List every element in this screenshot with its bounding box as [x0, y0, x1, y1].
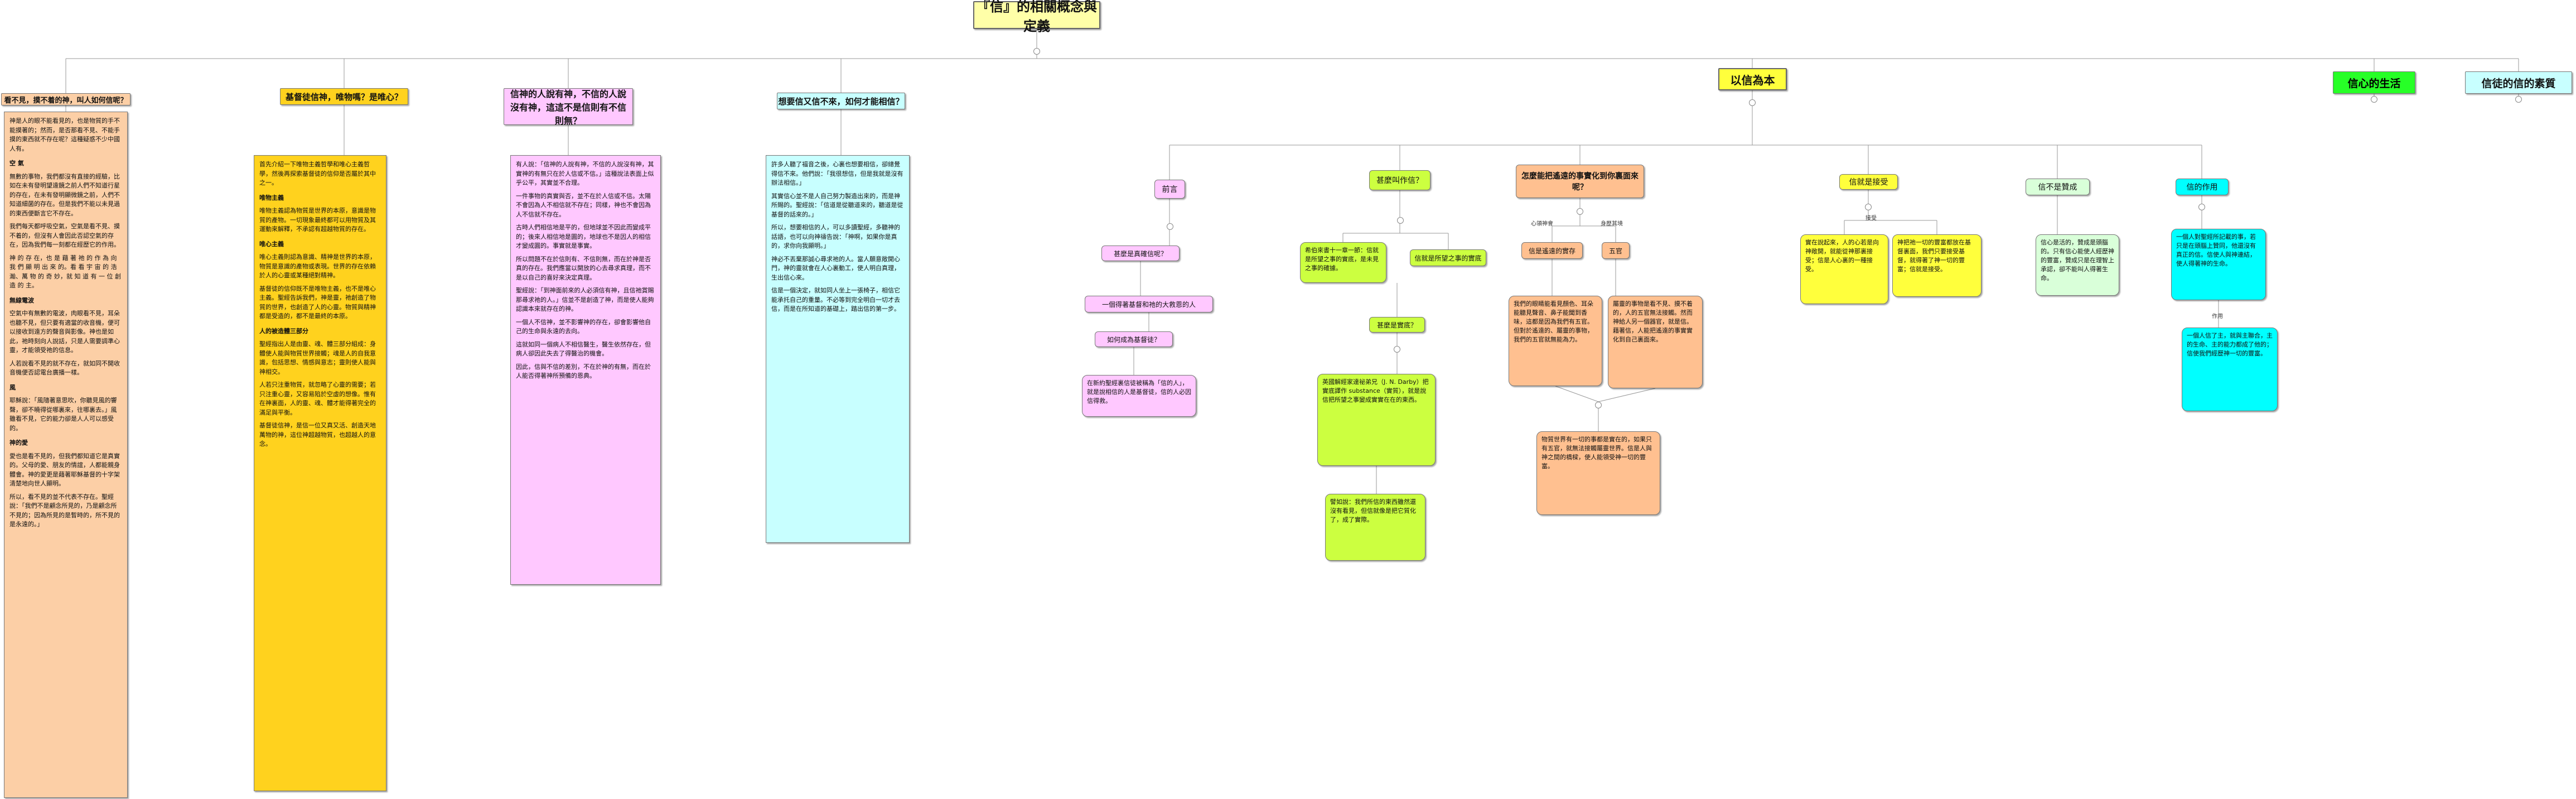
panel-paragraph: 一個人不信神，並不影響神的存在，卻會影響他自己的生命與永遠的去向。 [516, 318, 651, 335]
panel-paragraph: 其實信心並不是人自己努力製造出來的，而是神所賜的。聖經說：「信道是從聽道來的，聽… [771, 192, 903, 218]
preface-saved-person-node[interactable]: 一個得著基督和祂的大救恩的人 [1085, 296, 1213, 312]
panel-paragraph: 所以問題不在於信則有、不信則無，而在於神是否真的存在。我們應當以開放的心去尋求真… [516, 255, 651, 281]
connector-line [1598, 388, 1656, 402]
distant-reality-node[interactable]: 信是遙遠的實存 [1521, 242, 1583, 259]
panel-paragraph: 聖經指出人是由靈、魂、體三部分組成：身體使人能與物質世界接觸；魂是人的自我意識，… [259, 340, 376, 376]
panel-paragraph: 唯物主義認為物質是世界的本原，意識是物質的產物。一切現象最終都可以用物質及其運動… [259, 207, 376, 233]
panel-paragraph: 神 的 存 在，也 是 藉 著 祂 的 作 為 向 我 們 顯 明 出 來 的。… [9, 254, 121, 290]
life-hub [2371, 96, 2377, 103]
realize-summary-box: 物質世界有一切的事都是實在的，如果只有五官，就無法接觸屬靈世界。信是人與神之間的… [1536, 431, 1660, 515]
what-is-faith-verse: 希伯來書十一章一節：信就是所望之事的實底，是未見之事的確據。 [1300, 242, 1386, 283]
realize-distant-node[interactable]: 怎麼能把遙遠的事實化到你裏面來呢？ [1516, 165, 1644, 198]
five-senses-node[interactable]: 五官 [1602, 242, 1630, 259]
quality-of-faith-node[interactable]: 信徒的信的素質 [2465, 71, 2572, 94]
preface-node[interactable]: 前言 [1154, 180, 1185, 199]
what-is-substance-node[interactable]: 甚麼是實底？ [1369, 317, 1425, 333]
branch-materialism-panel: 首先介紹一下唯物主義哲學和唯心主義哲學，然後再探索基督徒的信仰是否屬於其中之一。… [254, 155, 386, 791]
panel-paragraph: 神是人的眼不能看見的，也是物質的手不能摸著的；然而，是否那看不見、不能手摸的東西… [9, 117, 120, 152]
faith-not-assent-node[interactable]: 信不是贊成 [2026, 179, 2090, 195]
life-of-faith-node[interactable]: 信心的生活 [2333, 71, 2415, 94]
panel-paragraph: 我們每天都呼吸空氣，空氣是看不見、摸不着的，但沒有人會因此否認空氣的存在，因為我… [9, 223, 120, 248]
panel-paragraph: 神必不丟棄那誠心尋求祂的人。當人願意敞開心門，神的靈就會在人心裏動工，使人明白真… [771, 255, 900, 281]
panel-paragraph: 首先介紹一下唯物主義哲學和唯心主義哲學，然後再探索基督徒的信仰是否屬於其中之一。 [259, 161, 376, 186]
panel-subheading: 神的愛 [9, 439, 28, 446]
five-senses-box: 屬靈的事物是看不見、摸不着的，人的五官無法接觸。然而神給人另一個器官，就是信。藉… [1608, 296, 1703, 388]
preface-hub [1167, 223, 1173, 230]
function-of-faith-node[interactable]: 信的作用 [2176, 179, 2229, 195]
panel-paragraph: 無數的事物，我們都沒有直接的經驗，比如在未有發明望遠鏡之前人們不知道行星的存在，… [9, 172, 120, 217]
panel-paragraph: 空氣中有無數的電波，肉眼看不見，耳朵也聽不見，但只要有適當的收音機，便可以接收到… [9, 310, 120, 354]
yi-xin-header[interactable]: 以信為本 [1718, 68, 1787, 90]
realize-label-right: 身歷其境 [1601, 221, 1623, 227]
quality-hub [2515, 96, 2522, 103]
panel-paragraph: 一件事物的真實與否，並不在於人信或不信。太陽不會因為人不相信就不存在；同樣，神也… [516, 192, 651, 218]
panel-paragraph: 有人說：「信神的人說有神，不信的人說沒有神，其實神的有無只在於人信或不信。」這種… [516, 161, 654, 186]
panel-paragraph: 人若說看不見的就不存在，就如同不開收音機便否認電台廣播一樣。 [9, 359, 120, 377]
realize-label-left: 心領神會 [1531, 221, 1553, 227]
branch-how-to-believe-header[interactable]: 想要信又信不來，如何才能相信？ [777, 93, 905, 109]
faith-is-receiving-node[interactable]: 信就是接受 [1839, 174, 1898, 190]
panel-paragraph: 許多人聽了福音之後，心裏也想要相信，卻總覺得信不來。他們說：「我很想信，但是我就… [771, 161, 903, 186]
receive-hub [1865, 204, 1872, 210]
realize-hub [1577, 208, 1583, 215]
panel-subheading: 風 [9, 383, 16, 391]
panel-subheading: 空 氣 [9, 160, 24, 167]
panel-paragraph: 所以，看不見的並不代表不存在。聖經說：「我們不是顧念所見的，乃是顧念所不見的；因… [9, 493, 120, 528]
faith-not-assent-box: 信心是活的，贊成是頭腦的。只有信心能使人經歷神的豐富，贊成只是在理智上承認，卻不… [2036, 234, 2119, 296]
panel-paragraph: 愛也是看不見的，但我們都知道它是真實的。父母的愛、朋友的情誼，人都能親身體會。神… [9, 452, 120, 488]
preface-become-christian-node[interactable]: 如何成為基督徒？ [1095, 331, 1173, 347]
preface-question-node[interactable]: 甚麼是真確信呢？ [1101, 246, 1180, 261]
function-label: 作用 [2212, 314, 2223, 320]
branch-believe-exists-header[interactable]: 信神的人說有神，不信的人說沒有神，這這不是信則有不信則無？ [504, 88, 633, 126]
branch-materialism-header[interactable]: 基督徒信神，唯物嗎？是唯心？ [280, 88, 408, 105]
connector-line [1555, 386, 1599, 402]
substance-example: 譬如說：我們所信的東西雖然還沒有看見，但信就像是把它質化了，成了實際。 [1325, 494, 1425, 561]
panel-paragraph: 因此，信與不信的差別，不在於神的有無，而在於人能否得著神所預備的恩典。 [516, 363, 651, 380]
branch-believe-exists-panel: 有人說：「信神的人說有神，不信的人說沒有神，其實神的有無只在於人信或不信。」這種… [510, 155, 661, 585]
substance-note: 英國解經家達祕弟兄（J. N. Darby）把實底譯作 substance（實質… [1317, 374, 1436, 466]
panel-subheading: 唯物主義 [259, 194, 284, 201]
branch-unseen-god-header[interactable]: 看不見，摸不着的神，叫人如何信呢？ [1, 93, 131, 105]
page-title: 『信』的相關概念與定義 [973, 0, 1100, 34]
function-of-faith-box2: 一個人信了主，就與主聯合，主的生命、主的能力都成了他的；信使我們經歷神一切的豐富… [2182, 328, 2278, 411]
panel-paragraph: 唯心主義則認為意識、精神是世界的本原，物質是意識的產物或表現。世界的存在依賴於人… [259, 253, 376, 279]
faith-substance-node[interactable]: 信就是所望之事的實底 [1410, 249, 1486, 266]
realize-bottom-hub [1595, 402, 1602, 408]
panel-paragraph: 人若只注重物質，就忽略了心靈的需要；若只注重心靈，又容易陷於空虛的想像。惟有在神… [259, 381, 376, 416]
panel-paragraph: 聖經說：「到神面前來的人必須信有神，且信祂賞賜那尋求祂的人。」信並不是創造了神，… [516, 287, 654, 312]
receive-right-box: 神把祂一切的豐富都放在基督裏面，我們只要接受基督，就得著了神一切的豐富；信就是接… [1892, 234, 1981, 297]
what-is-faith-hub [1397, 217, 1404, 224]
panel-subheading: 唯心主義 [259, 240, 284, 248]
function-of-faith-box1: 一個人對聖經所記載的事，若只是在頭腦上贊同，他還沒有真正的信。信使人與神連結，使… [2171, 229, 2266, 300]
what-is-faith-node[interactable]: 甚麼叫作信？ [1369, 170, 1430, 190]
substance-hub [1394, 346, 1400, 353]
title-hub [1033, 48, 1040, 55]
preface-note: 在新約聖經裏信徒被稱為「信的人」，就是說相信的人是基督徒，信的人必因信得救。 [1082, 375, 1196, 417]
panel-subheading: 人的被造體三部分 [259, 327, 308, 335]
panel-paragraph: 古時人們相信地是平的，但地球並不因此而變成平的；後來人相信地是圓的，地球也不是因… [516, 224, 651, 249]
branch-how-to-believe-panel: 許多人聽了福音之後，心裏也想要相信，卻總覺得信不來。他們說：「我很想信，但是我就… [766, 155, 910, 543]
panel-paragraph: 基督徒的信仰既不是唯物主義，也不是唯心主義。聖經告訴我們，神是靈，祂創造了物質的… [259, 285, 376, 320]
panel-subheading: 無線電波 [9, 296, 34, 304]
yi-xin-hub [1749, 99, 1756, 106]
panel-paragraph: 耶穌說：「風隨著意思吹，你聽見風的響聲，卻不曉得從哪裏來，往哪裏去。」風雖看不見… [9, 397, 117, 432]
panel-paragraph: 所以，想要相信的人，可以多讀聖經，多聽神的話語，也可以向神禱告說：「神啊，如果你… [771, 224, 900, 249]
panel-paragraph: 基督徒信神，是信一位又真又活、創造天地萬物的神，這位神超越物質，也超越人的意念。 [259, 422, 376, 447]
function-hub [2198, 204, 2205, 210]
receive-left-box: 實在說起來，人的心若是向神敞開，就能從神那裏接受；信是人心裏的一種接受。 [1800, 234, 1888, 304]
distant-reality-box: 我們的眼睛能看見顏色、耳朵能聽見聲音、鼻子能聞到香味，這都是因為我們有五官。但對… [1509, 296, 1602, 386]
panel-paragraph: 這就如同一個病人不相信醫生，醫生依然存在，但病人卻因此失去了得醫治的機會。 [516, 340, 651, 358]
panel-paragraph: 信是一個決定，就如同人坐上一張椅子，相信它能承托自己的重量。不必等到完全明白一切… [771, 287, 900, 312]
receive-label: 接受 [1865, 215, 1877, 222]
branch-unseen-god-panel: 神是人的眼不能看見的，也是物質的手不能摸著的；然而，是否那看不見、不能手摸的東西… [4, 112, 128, 798]
